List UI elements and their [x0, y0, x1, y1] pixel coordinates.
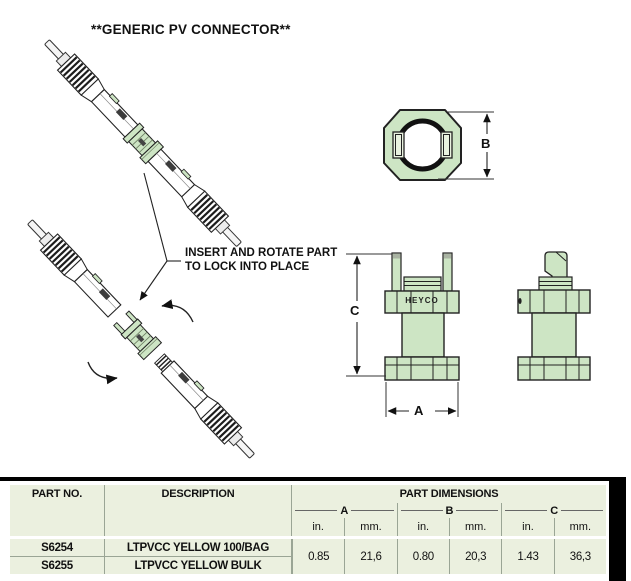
view-side — [517, 251, 591, 381]
leader-lines — [139, 172, 181, 301]
group-label-b: B — [445, 504, 454, 517]
cell-description-2: LTPVCC YELLOW BULK — [105, 557, 292, 574]
unit-header-a-in: in. — [312, 521, 324, 533]
cell-c-mm: 36,3 — [553, 539, 606, 574]
dim-label-b: B — [481, 136, 491, 151]
group-label-a: A — [340, 504, 349, 517]
cell-part-no-1: S6254 — [10, 539, 105, 557]
dash-line — [456, 510, 499, 511]
unit-header-c-in: in. — [501, 518, 553, 536]
dash-line — [561, 510, 603, 511]
cell-part-no-2: S6255 — [10, 557, 105, 574]
dash-line — [295, 510, 338, 511]
spec-table-body: S6254 LTPVCC YELLOW 100/BAG S6255 LTPVCC… — [10, 539, 606, 574]
view-top — [383, 109, 494, 181]
dash-line — [351, 510, 394, 511]
spec-table: PART NO. DESCRIPTION PART DIMENSIONS A B… — [10, 485, 606, 574]
cell-b-in: 0.80 — [396, 539, 449, 574]
brand-mark: HEYCO — [405, 296, 439, 305]
note-line2: TO LOCK INTO PLACE — [185, 260, 310, 273]
black-rule — [0, 477, 626, 481]
dim-a-lines — [385, 382, 459, 417]
insert-rotate-note: INSERT AND ROTATE PART TO LOCK INTO PLAC… — [185, 247, 337, 274]
unit-header-c-mm: mm. — [553, 518, 606, 536]
rotate-arrows — [87, 299, 194, 385]
cell-c-in: 1.43 — [501, 539, 553, 574]
group-header-c: C — [501, 503, 606, 518]
cell-a-in: 0.85 — [292, 539, 344, 574]
cell-a-mm: 21,6 — [344, 539, 396, 574]
col-header-part-dimensions: PART DIMENSIONS — [399, 488, 499, 500]
locking-part — [113, 310, 162, 361]
unit-header-a-mm: mm. — [344, 518, 396, 536]
col-header-description: DESCRIPTION — [105, 485, 292, 536]
connector-assembled — [37, 32, 249, 254]
view-front — [346, 252, 460, 417]
dim-c-lines — [346, 253, 392, 377]
connector-exploded — [20, 212, 262, 466]
group-label-c: C — [550, 504, 559, 517]
group-header-a: A — [292, 503, 397, 518]
cell-b-mm: 20,3 — [448, 539, 501, 574]
dim-b-lines — [438, 111, 494, 180]
cell-description-1: LTPVCC YELLOW 100/BAG — [105, 539, 292, 557]
black-edge-bar — [609, 477, 626, 581]
col-header-part-no: PART NO. — [10, 485, 105, 536]
unit-header-b-in: in. — [396, 518, 449, 536]
group-header-b: B — [396, 503, 502, 518]
spec-table-header: PART NO. DESCRIPTION PART DIMENSIONS A B… — [10, 485, 606, 536]
note-line1: INSERT AND ROTATE PART — [185, 247, 338, 259]
page-title: **GENERIC PV CONNECTOR** — [91, 22, 291, 37]
dash-line — [505, 510, 548, 511]
dim-label-c: C — [350, 303, 360, 318]
unit-header-b-mm: mm. — [448, 518, 501, 536]
dim-label-a: A — [414, 403, 424, 418]
dash-line — [400, 510, 443, 511]
